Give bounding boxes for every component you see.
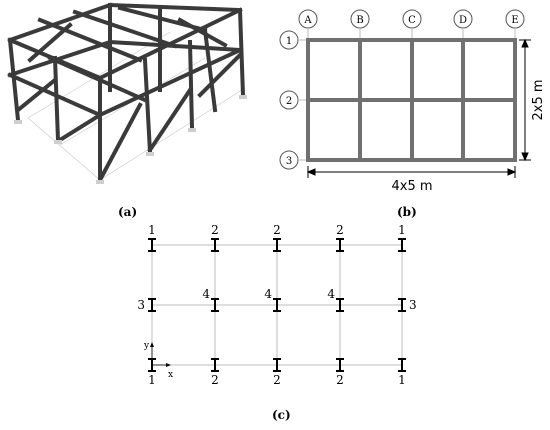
caption-b: (b) xyxy=(397,205,417,219)
svg-text:E: E xyxy=(511,15,518,26)
grid-bubble-a: A xyxy=(298,9,318,29)
column-type-label: 1 xyxy=(148,373,156,387)
grid-bubble-3: 3 xyxy=(279,150,299,170)
grid-bubble-b: B xyxy=(350,9,370,29)
frame-members xyxy=(7,2,246,183)
frame-3d-view xyxy=(0,0,270,200)
axis-indicator: y x xyxy=(143,341,173,380)
column-type-label: 1 xyxy=(398,223,406,237)
axis-y-label: y xyxy=(143,341,150,351)
column-section xyxy=(336,298,344,312)
svg-text:C: C xyxy=(408,15,416,26)
column-type-label: 3 xyxy=(137,298,145,312)
ground-grid xyxy=(27,31,246,181)
column-type-label: 4 xyxy=(327,287,335,301)
grid-bubble-c: C xyxy=(402,9,422,29)
frame-3d-drawing xyxy=(7,2,247,184)
column-type-label: 2 xyxy=(273,373,281,387)
column-type-labels: 1 2 2 2 1 3 4 4 4 3 1 2 2 2 1 xyxy=(137,223,416,387)
horizontal-dimension-line xyxy=(306,166,517,178)
column-type-label: 2 xyxy=(273,223,281,237)
column-type-label: 1 xyxy=(148,223,156,237)
plan-view: A B C D E 1 2 3 4x5 m xyxy=(270,0,550,200)
column-layout-view: 1 2 2 2 1 3 4 4 4 3 1 2 2 2 1 y x xyxy=(100,215,450,400)
column-grid-bubbles: A B C D E xyxy=(298,9,525,29)
svg-text:A: A xyxy=(303,15,312,26)
column-type-label: 4 xyxy=(202,287,210,301)
column-sections xyxy=(148,238,406,372)
horizontal-dimension-label: 4x5 m xyxy=(391,179,432,194)
svg-text:B: B xyxy=(356,15,363,26)
svg-text:2: 2 xyxy=(286,96,292,107)
grid-bubble-e: E xyxy=(505,9,525,29)
grid-bubble-d: D xyxy=(453,9,473,29)
column-type-label: 2 xyxy=(336,223,344,237)
column-section xyxy=(336,238,344,252)
column-type-label: 1 xyxy=(398,373,406,387)
caption-c: (c) xyxy=(272,408,291,422)
plan-beams xyxy=(306,38,517,162)
column-type-label: 3 xyxy=(409,298,417,312)
column-type-label: 2 xyxy=(211,223,219,237)
supports xyxy=(14,95,247,184)
column-section xyxy=(211,298,219,312)
column-section xyxy=(148,238,156,252)
column-section xyxy=(211,238,219,252)
column-layout-drawing: 1 2 2 2 1 3 4 4 4 3 1 2 2 2 1 y x xyxy=(137,223,416,387)
plan-drawing: A B C D E 1 2 3 4x5 m xyxy=(279,9,546,194)
column-section xyxy=(273,238,281,252)
column-type-label: 2 xyxy=(211,373,219,387)
column-section xyxy=(398,358,406,372)
column-section xyxy=(148,298,156,312)
svg-text:D: D xyxy=(459,15,467,26)
column-section xyxy=(273,298,281,312)
column-section xyxy=(211,358,219,372)
column-type-label: 4 xyxy=(264,287,272,301)
axis-x-label: x xyxy=(168,370,173,380)
svg-text:1: 1 xyxy=(286,36,292,47)
column-type-label: 2 xyxy=(336,373,344,387)
column-section xyxy=(398,238,406,252)
vertical-dimension-line xyxy=(519,38,531,162)
grid-bubble-2: 2 xyxy=(279,90,299,110)
vertical-dimension-label: 2x5 m xyxy=(531,79,546,120)
svg-text:3: 3 xyxy=(286,156,292,167)
grid-bubble-1: 1 xyxy=(279,30,299,50)
column-section xyxy=(336,358,344,372)
row-grid-bubbles: 1 2 3 xyxy=(279,30,299,170)
column-section xyxy=(398,298,406,312)
caption-a: (a) xyxy=(118,205,138,219)
grid-leader-lines xyxy=(298,28,516,161)
column-section xyxy=(273,358,281,372)
